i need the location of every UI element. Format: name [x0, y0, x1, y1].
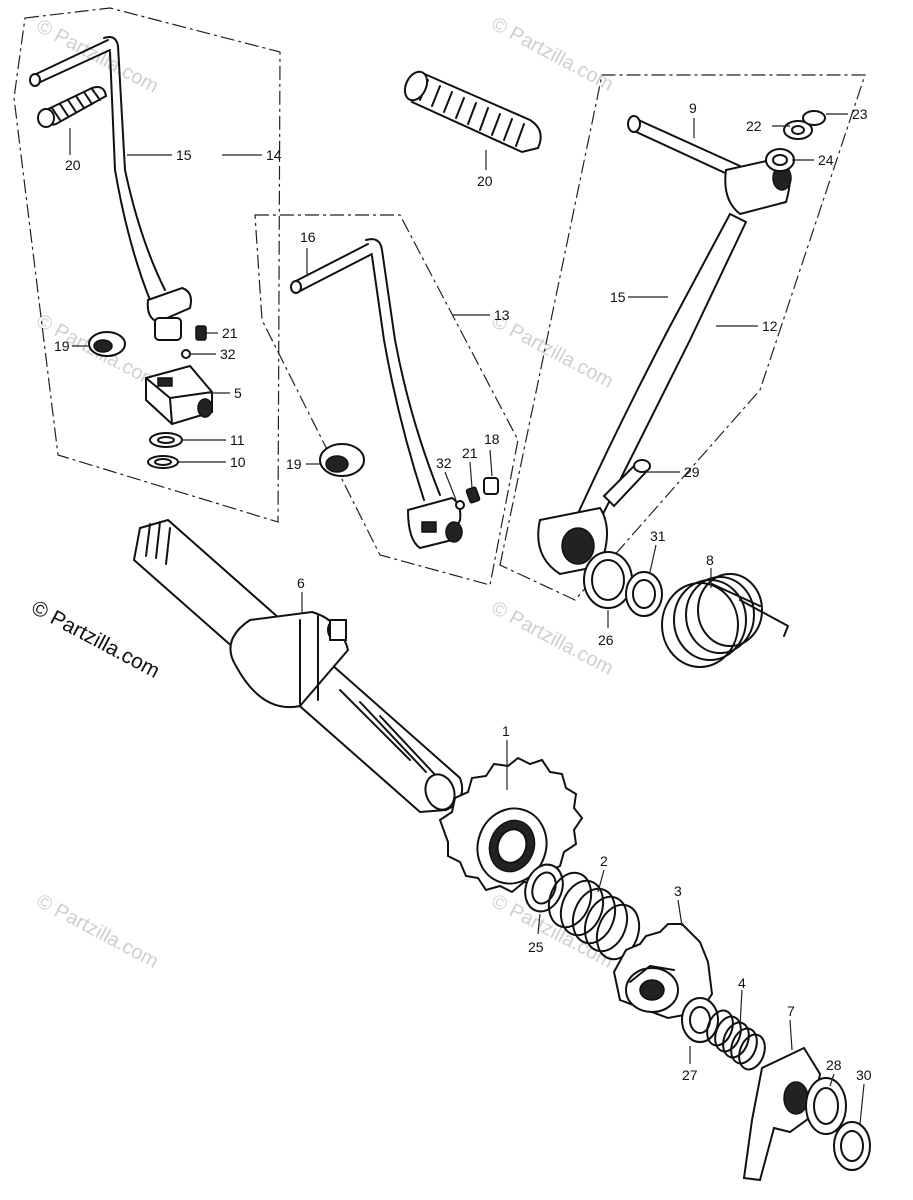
washer-26	[583, 551, 633, 609]
callout-21: 21	[462, 445, 478, 461]
washer-25	[524, 863, 564, 913]
group-12-outline	[499, 74, 866, 601]
callout-31: 31	[650, 528, 666, 544]
callout-20: 20	[65, 157, 81, 173]
circlip-23	[802, 110, 826, 126]
spring-2	[547, 871, 641, 961]
kick-rubber-20-top	[403, 70, 542, 154]
callout-21: 21	[222, 325, 238, 341]
callout-23: 23	[852, 106, 868, 122]
callout-5: 5	[234, 385, 242, 401]
ball-32-left	[181, 349, 191, 359]
bolt-18	[483, 477, 499, 495]
callout-22: 22	[746, 118, 762, 134]
callout-29: 29	[684, 464, 700, 480]
callout-20: 20	[477, 173, 493, 189]
group-14-outline	[13, 7, 281, 523]
kick-shaft-6	[132, 518, 464, 814]
ball-32-middle	[455, 500, 465, 510]
spring-4	[706, 1009, 766, 1071]
callout-6: 6	[297, 575, 305, 591]
ratchet-3	[612, 923, 714, 1020]
spring-21-middle	[465, 486, 481, 504]
kick-arm-assembly-12	[537, 110, 826, 576]
circlip-30	[833, 1121, 871, 1171]
callout-19: 19	[286, 456, 302, 472]
callout-2: 2	[600, 853, 608, 869]
kick-arm-17	[29, 36, 192, 341]
bushing-19-middle	[319, 443, 365, 477]
callout-12: 12	[762, 318, 778, 334]
copyright-text: © Partzilla.com	[28, 596, 164, 683]
peg-16	[290, 280, 302, 294]
kick-spring-8	[661, 573, 789, 668]
joint-5	[145, 364, 213, 426]
leader-lines	[69, 113, 865, 1125]
collar-24-hole	[772, 154, 788, 166]
spring-21-left	[195, 325, 207, 341]
callout-24: 24	[818, 152, 834, 168]
peg-9	[627, 115, 641, 133]
circlip-10	[147, 455, 179, 469]
callout-16: 16	[300, 229, 316, 245]
callout-25: 25	[528, 939, 544, 955]
callout-18: 18	[484, 431, 500, 447]
callouts: 20 15 14 20 9 22 23 24 16 13 15 12 21 32…	[54, 100, 872, 1083]
callout-4: 4	[738, 975, 746, 991]
washer-28	[805, 1077, 847, 1135]
callout-1: 1	[502, 723, 510, 739]
callout-32: 32	[220, 346, 236, 362]
callout-19: 19	[54, 338, 70, 354]
circlip-10-hole	[154, 458, 172, 466]
kick-gear-1	[438, 756, 584, 894]
callout-27: 27	[682, 1067, 698, 1083]
callout-17: 15	[176, 147, 192, 163]
watermark: © Partzilla.com	[33, 890, 162, 973]
washer-22-hole	[791, 125, 805, 135]
callout-13: 13	[494, 307, 510, 323]
washer-11	[149, 432, 183, 448]
callout-30: 30	[856, 1067, 872, 1083]
washer-11-hole	[157, 436, 175, 444]
collar-24	[765, 148, 795, 172]
callout-7: 7	[787, 1003, 795, 1019]
callout-3: 3	[674, 883, 682, 899]
circlip-31	[625, 571, 663, 617]
callout-11: 11	[230, 432, 245, 448]
callout-14: 14	[266, 147, 282, 163]
kick-rubber-20-left	[37, 86, 108, 128]
callout-28: 28	[826, 1057, 842, 1073]
kick-arm-assembly-14	[29, 36, 213, 469]
callout-8: 8	[706, 552, 714, 568]
ratchet-guide-7	[742, 1046, 822, 1182]
callout-10: 10	[230, 454, 246, 470]
callout-15: 15	[610, 289, 626, 305]
watermark: © Partzilla.com	[488, 13, 617, 96]
callout-26: 26	[598, 632, 614, 648]
kick-arm-assembly-13	[290, 238, 499, 550]
callout-9: 9	[689, 100, 697, 116]
group-13-outline	[254, 214, 519, 586]
callout-32: 32	[436, 455, 452, 471]
washer-22	[783, 120, 813, 140]
washer-27	[681, 997, 719, 1043]
bushing-19-left	[88, 331, 126, 357]
